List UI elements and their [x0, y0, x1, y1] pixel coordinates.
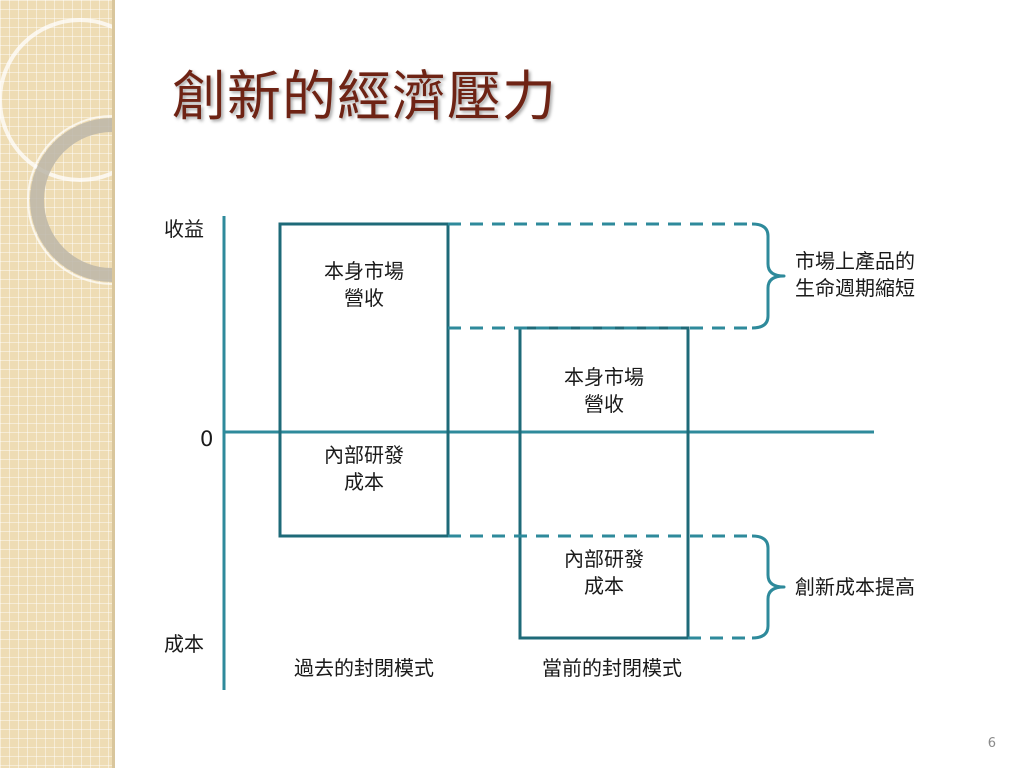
axis-label-revenue: 收益 — [164, 217, 204, 241]
current-cost-line-1: 內部研發 — [564, 547, 644, 571]
past-revenue-line-2: 營收 — [344, 286, 384, 310]
brace-lifecycle-shortening — [751, 222, 786, 330]
past-cost-line-2: 成本 — [344, 470, 384, 494]
sidebar-circles-decoration — [0, 18, 112, 285]
past-model-box — [278, 222, 450, 538]
decorative-sidebar — [0, 0, 112, 768]
axis-label-cost: 成本 — [164, 632, 204, 656]
brace-innovation-cost-rising — [751, 534, 786, 640]
past-model-caption: 過去的封閉模式 — [294, 656, 434, 680]
past-model-cost-label: 內部研發 成本 — [280, 442, 448, 496]
current-model-cost-label: 內部研發 成本 — [520, 546, 688, 600]
current-revenue-line-2: 營收 — [584, 392, 624, 416]
past-revenue-line-1: 本身市場 — [324, 259, 404, 283]
current-model-revenue-label: 本身市場 營收 — [520, 364, 688, 418]
current-revenue-line-1: 本身市場 — [564, 365, 644, 389]
sidebar-divider — [112, 0, 115, 768]
current-cost-line-2: 成本 — [584, 574, 624, 598]
annotation-lifecycle-line-2: 生命週期縮短 — [795, 276, 915, 300]
past-model-revenue-label: 本身市場 營收 — [280, 258, 448, 312]
slide-title: 創新的經濟壓力 — [172, 65, 557, 128]
annotation-lifecycle-line-1: 市場上產品的 — [795, 249, 915, 273]
past-cost-line-1: 內部研發 — [324, 443, 404, 467]
annotation-innovation-cost-rising: 創新成本提高 — [795, 575, 915, 599]
annotation-lifecycle-shortening: 市場上產品的 生命週期縮短 — [795, 248, 915, 302]
current-model-caption: 當前的封閉模式 — [542, 656, 682, 680]
page-number: 6 — [987, 736, 996, 751]
axis-label-zero: 0 — [200, 427, 214, 451]
